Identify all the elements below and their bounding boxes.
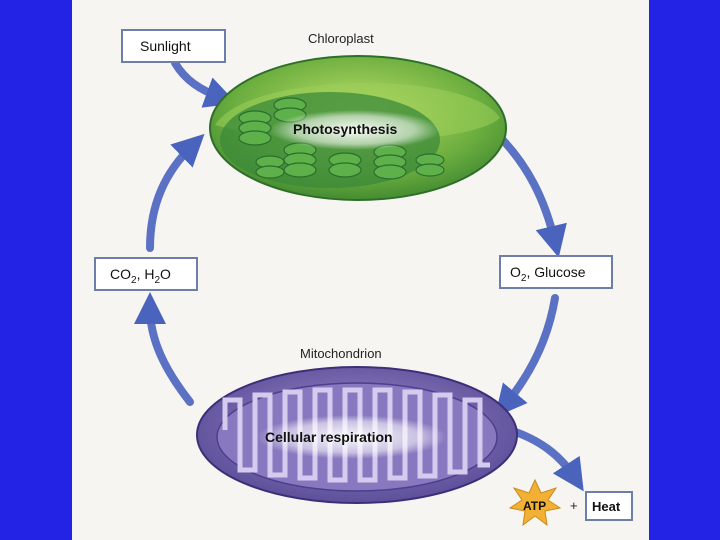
mitochondrion-label: Mitochondrion — [300, 346, 382, 361]
chloroplast-illustration — [209, 55, 507, 201]
arrow-mitochondrion-to-heat — [506, 426, 584, 492]
heat-text: Heat — [592, 499, 621, 514]
atp-star: ATP — [508, 478, 562, 527]
mitochondrion-illustration — [196, 366, 518, 504]
sunlight-box: Sunlight — [121, 29, 226, 63]
arrow-co2-h2o-to-chloroplast — [146, 133, 205, 252]
arrow-chloroplast-to-o2-glucose — [494, 131, 567, 258]
o2-glucose-text: O2, Glucose — [510, 264, 586, 284]
plus-sign: + — [570, 498, 578, 513]
photosynthesis-label: Photosynthesis — [293, 121, 397, 137]
co2-h2o-box: CO2, H2O — [94, 257, 198, 291]
arrow-sunlight-to-chloroplast — [171, 59, 238, 108]
cycle-arrows — [134, 59, 584, 492]
cellular-respiration-label: Cellular respiration — [265, 429, 393, 445]
atp-text: ATP — [523, 499, 546, 513]
sunlight-text: Sunlight — [140, 38, 191, 54]
cristae — [222, 387, 490, 483]
co2-h2o-text: CO2, H2O — [110, 266, 171, 286]
arrow-mitochondrion-to-co2-h2o — [134, 292, 194, 406]
arrow-o2-glucose-to-mitochondrion — [494, 294, 559, 418]
o2-glucose-box: O2, Glucose — [499, 255, 613, 289]
chloroplast-label: Chloroplast — [308, 31, 374, 46]
heat-box: Heat — [585, 491, 633, 521]
